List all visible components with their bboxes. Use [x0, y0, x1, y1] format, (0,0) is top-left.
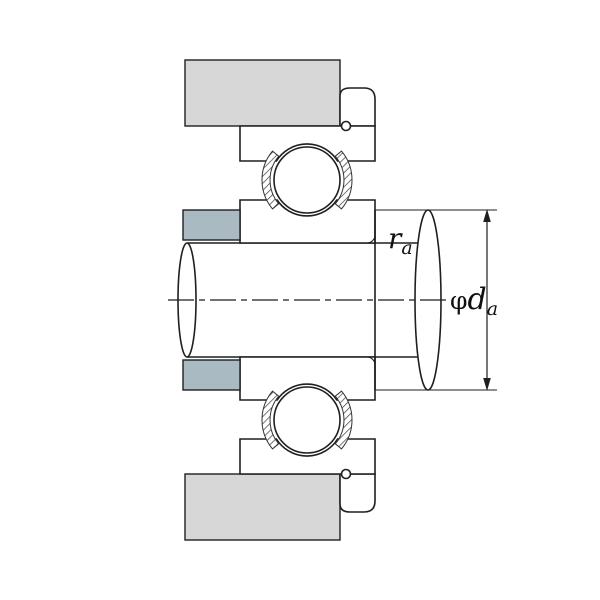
inner-ring-bottom-section	[239, 356, 376, 401]
snap-ring-bottom	[339, 473, 376, 513]
rivet-bottom	[340, 468, 352, 480]
rivet-top	[340, 120, 352, 132]
cage-bottom-right	[334, 390, 353, 450]
inner-ring-top-section	[239, 199, 376, 244]
abutment-highlight-top	[182, 209, 241, 241]
cage-top-left	[261, 150, 280, 210]
cage-bottom-left	[261, 390, 280, 450]
arrowhead-top	[483, 209, 491, 222]
abutment-highlight-bottom	[182, 359, 241, 391]
shoulder-diameter-label: φda	[450, 282, 498, 320]
ball-top	[273, 146, 341, 214]
housing-block-top	[184, 59, 341, 127]
fillet-radius-label: ra	[388, 222, 413, 259]
housing-block-bottom	[184, 473, 341, 541]
arrowhead-bottom	[483, 378, 491, 391]
snap-ring-top	[339, 87, 376, 127]
cage-top-right	[334, 150, 353, 210]
ball-bottom	[273, 386, 341, 454]
